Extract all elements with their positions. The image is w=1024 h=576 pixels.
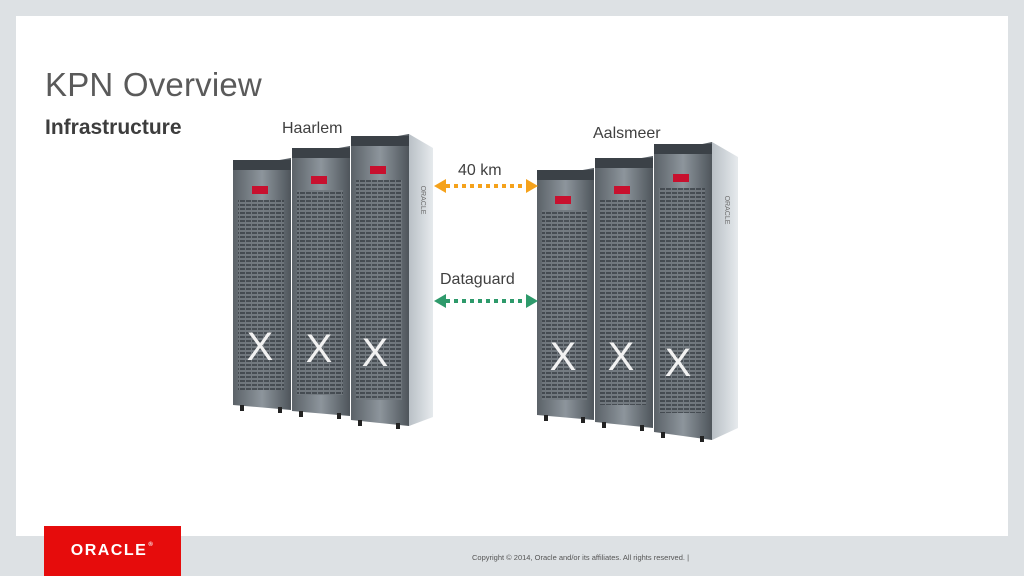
server-rack: X: [537, 168, 594, 423]
logo-mark: ®: [148, 542, 155, 548]
distance-label: 40 km: [458, 162, 502, 179]
logo-text: ORACLE: [70, 542, 148, 559]
site-group-aalsmeer: X X ORACLE X: [537, 142, 738, 442]
site-group-haarlem: X X ORACLE X: [233, 134, 433, 429]
copyright-text: Copyright © 2014, Oracle and/or its affi…: [472, 553, 690, 562]
rack-x-mark: X: [665, 341, 692, 385]
slide-title: KPN Overview: [45, 66, 262, 103]
rack-x-mark: X: [550, 335, 577, 379]
server-rack: ORACLE X: [351, 134, 433, 429]
distance-link-arrow: [434, 179, 538, 193]
site-label-aalsmeer: Aalsmeer: [593, 125, 661, 142]
rack-x-mark: X: [362, 331, 389, 375]
server-rack: X: [595, 156, 653, 431]
rack-x-mark: X: [608, 335, 635, 379]
server-rack: ORACLE X: [654, 142, 738, 442]
svg-text:ORACLE: ORACLE: [419, 186, 426, 215]
server-rack: X: [233, 158, 291, 413]
server-rack: X: [292, 146, 350, 419]
slide-subtitle: Infrastructure: [45, 116, 182, 139]
svg-text:ORACLE: ORACLE: [723, 196, 730, 225]
rack-x-mark: X: [306, 327, 333, 371]
dataguard-link-arrow: [434, 294, 538, 308]
dataguard-label: Dataguard: [440, 271, 515, 288]
slide-canvas: [16, 16, 1008, 536]
site-label-haarlem: Haarlem: [282, 120, 343, 137]
rack-x-mark: X: [247, 325, 274, 369]
oracle-logo: ORACLE®: [44, 526, 181, 576]
